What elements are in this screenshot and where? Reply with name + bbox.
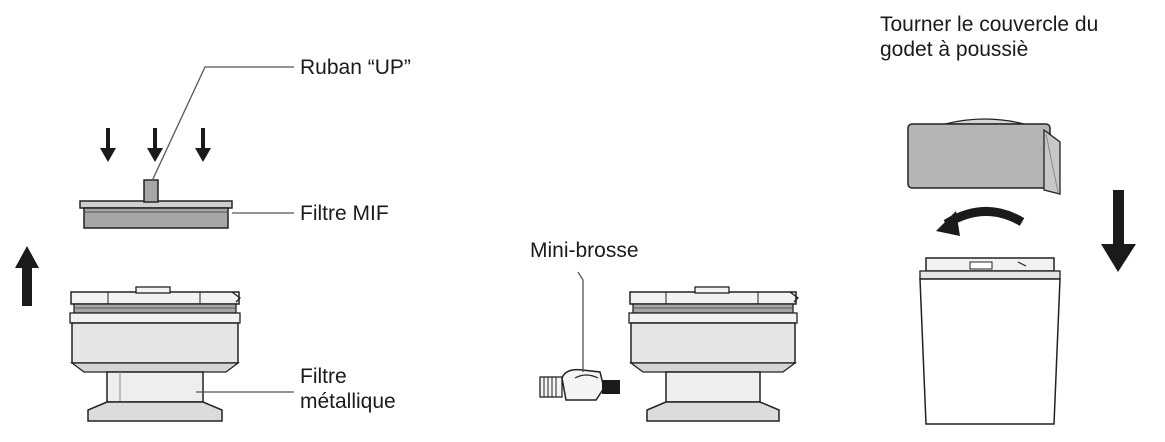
label-filtre-metallique: Filtre métallique [300,364,396,414]
up-tab [143,179,159,203]
arrow-down-icon [195,128,211,162]
arrow-down-icon [100,128,116,162]
label-ruban-up: Ruban “UP” [300,56,411,79]
dust-cup-lid [907,118,1061,195]
label-instruction-line2: godet à poussiè [880,38,1029,62]
arrow-down-icon [147,128,163,162]
label-filtre-metallique-line2: métallique [300,390,396,414]
label-instruction-line1: Tourner le couvercle du [880,13,1099,36]
dust-cup [919,257,1061,425]
rotate-arrow-icon [936,207,1025,236]
metal-filter-housing-middle [628,286,799,422]
label-instruction: Tourner le couvercle du godet à poussiè [880,12,1098,62]
arrow-up-icon [15,246,39,306]
label-filtre-metallique-line1: Filtre [300,365,347,388]
press-arrows [100,128,211,162]
mif-filter [79,200,233,229]
mini-brush-icon [539,368,620,401]
arrow-down-icon [1101,190,1136,272]
leader-mini-brosse [577,271,584,372]
leader-ruban [151,66,294,182]
label-filtre-mif: Filtre MIF [300,202,389,225]
label-mini-brosse: Mini-brosse [530,239,639,262]
metal-filter-housing [69,286,241,422]
